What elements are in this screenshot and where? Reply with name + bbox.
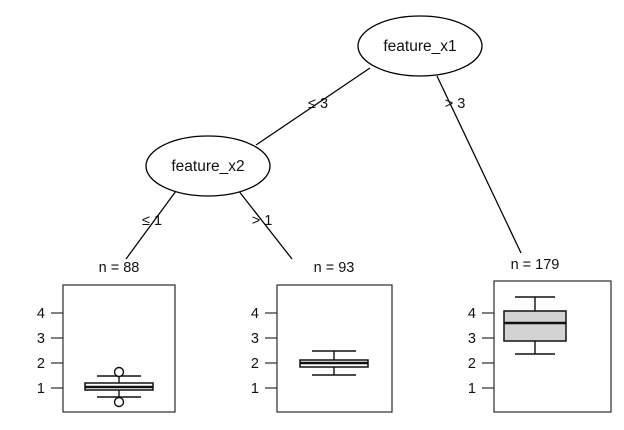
outlier-leaf1-0 bbox=[113, 366, 125, 378]
y-tick-label-leaf3-4: 4 bbox=[468, 306, 476, 322]
edge-label-n1-leaf3: > 3 bbox=[445, 96, 466, 112]
boxplot-panel-leaf2: n = 93 4 3 2 1 bbox=[251, 260, 393, 413]
tree-edge-n2-leaf2 bbox=[237, 189, 293, 260]
y-tick-label-leaf1-2: 2 bbox=[37, 356, 45, 372]
y-tick-label-leaf3-3: 3 bbox=[468, 331, 476, 347]
tree-edge-n1-leaf3 bbox=[436, 75, 522, 254]
panel-title-leaf1: n = 88 bbox=[99, 260, 140, 276]
edge-label-n2-leaf1: ≤ 1 bbox=[142, 213, 162, 229]
y-tick-label-leaf2-3: 3 bbox=[251, 331, 259, 347]
tree-edge-n2-leaf1 bbox=[125, 190, 177, 260]
y-tick-label-leaf1-1: 1 bbox=[37, 381, 45, 397]
tree-node-feature_x2[interactable]: feature_x2 bbox=[145, 135, 271, 197]
y-tick-label-leaf3-2: 2 bbox=[468, 356, 476, 372]
y-tick-label-leaf2-4: 4 bbox=[251, 306, 259, 322]
tree-edges bbox=[125, 67, 522, 260]
y-tick-label-leaf1-3: 3 bbox=[37, 331, 45, 347]
boxplot-panel-leaf1: n = 88 4 3 2 1 bbox=[37, 260, 176, 413]
y-tick-label-leaf2-1: 1 bbox=[251, 381, 259, 397]
node-label-feature_x2: feature_x2 bbox=[171, 158, 244, 175]
panel-frame-leaf3 bbox=[493, 280, 612, 413]
boxplot-panel-leaf3: n = 179 4 3 2 1 bbox=[468, 257, 612, 413]
y-tick-label-leaf1-4: 4 bbox=[37, 306, 45, 322]
node-ellipse-feature_x1 bbox=[357, 15, 483, 77]
tree-node-feature_x1[interactable]: feature_x1 bbox=[357, 15, 483, 77]
y-tick-label-leaf3-1: 1 bbox=[468, 381, 476, 397]
node-label-feature_x1: feature_x1 bbox=[383, 38, 456, 55]
y-tick-label-leaf2-2: 2 bbox=[251, 356, 259, 372]
edge-label-n2-leaf2: > 1 bbox=[252, 213, 273, 229]
edge-label-n1-n2: ≤ 3 bbox=[308, 96, 328, 112]
outlier-leaf1-1 bbox=[113, 396, 125, 408]
boxplot-panels: n = 88 4 3 2 1 n = 93 4 3 2 1 n = 179 4 3 2 1 bbox=[37, 257, 612, 413]
tree-edge-n1-n2 bbox=[255, 67, 371, 146]
panel-title-leaf2: n = 93 bbox=[314, 260, 355, 276]
box-leaf3 bbox=[503, 310, 567, 342]
tree-edge-labels: ≤ 3 > 3 ≤ 1 > 1 bbox=[142, 96, 465, 229]
node-ellipse-feature_x2 bbox=[145, 135, 271, 197]
tree-nodes: feature_x1 feature_x2 bbox=[145, 15, 483, 197]
panel-frame-leaf2 bbox=[276, 284, 393, 413]
panel-title-leaf3: n = 179 bbox=[511, 257, 560, 273]
